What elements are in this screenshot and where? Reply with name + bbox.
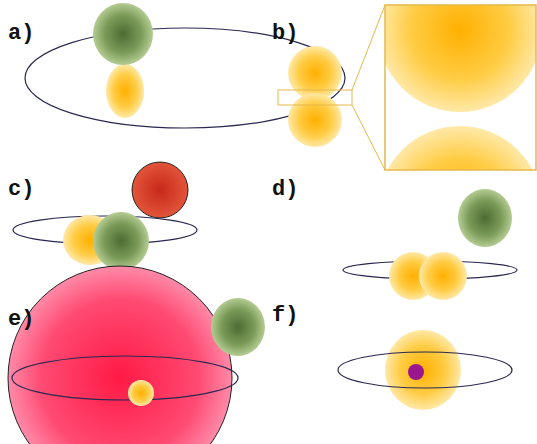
panel-label: d): [272, 178, 298, 202]
zoom-frame: [385, 5, 536, 170]
giant-star: [8, 266, 232, 444]
green-star: [93, 3, 153, 65]
yellow-star: [288, 46, 342, 100]
panel-label: f): [272, 304, 298, 328]
green-star: [211, 298, 265, 356]
green-star: [458, 189, 512, 247]
zoom-line: [352, 5, 385, 90]
yellow-star: [128, 380, 154, 406]
yellow-star: [385, 330, 461, 410]
zoom-view: [385, 5, 536, 170]
yellow-star: [106, 64, 144, 118]
zoom-region: [278, 90, 352, 105]
orbit: [338, 352, 512, 388]
panel-label: e): [8, 308, 34, 332]
panel-label: a): [8, 22, 34, 46]
green-star: [93, 212, 149, 270]
orbit: [12, 356, 238, 400]
yellow-star: [288, 93, 342, 147]
compact-star: [408, 364, 424, 380]
zoom-line: [352, 105, 385, 170]
panel-label: b): [272, 22, 298, 46]
red-star: [132, 162, 188, 218]
yellow-star: [419, 252, 467, 300]
panel-label: c): [8, 178, 34, 202]
